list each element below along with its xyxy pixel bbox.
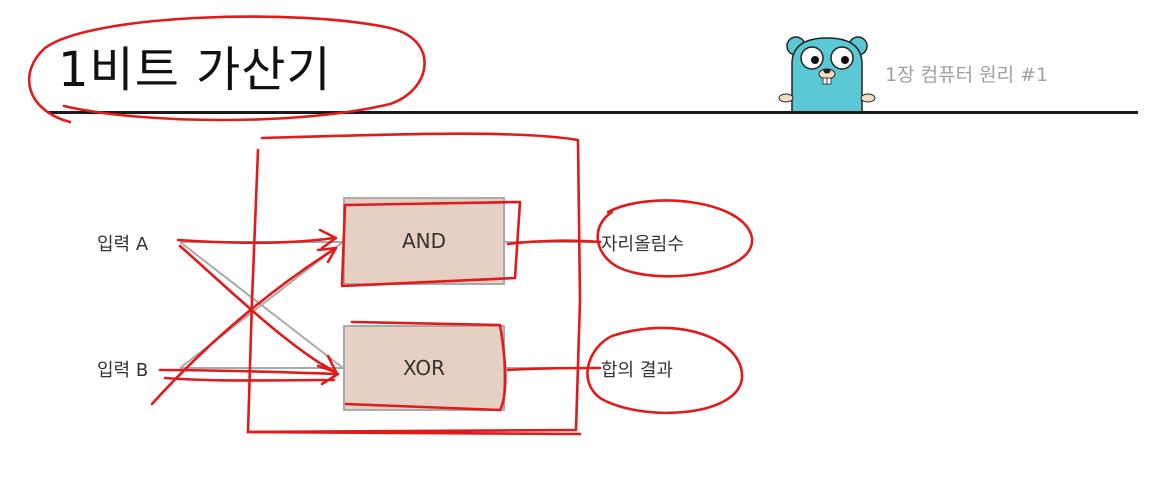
and-gate-label: AND (401, 229, 447, 253)
header-divider (48, 111, 1138, 114)
input-b-label: 입력 B (97, 360, 149, 381)
xor-gate: XOR (343, 325, 505, 411)
arrow-a-to-xor (178, 244, 336, 374)
xor-gate-label: XOR (402, 356, 446, 380)
and-output-stroke (506, 239, 602, 246)
xor-output-stroke (506, 366, 602, 372)
wire-a-to-xor (179, 241, 344, 369)
arrow-b-to-xor (158, 368, 338, 376)
chapter-label: 1장 컴퓨터 원리 #1 (885, 64, 1049, 86)
arrow-b-to-and (150, 246, 338, 406)
and-gate: AND (343, 197, 505, 285)
gopher-icon (778, 36, 876, 112)
sum-output-label: 합의 결과 (601, 360, 673, 381)
page-title: 1비트 가산기 (58, 42, 332, 98)
arrow-a-to-and (176, 236, 336, 245)
carry-output-label: 자리올림수 (601, 234, 684, 255)
input-a-label: 입력 A (97, 234, 149, 255)
wire-b-to-and (179, 241, 344, 369)
